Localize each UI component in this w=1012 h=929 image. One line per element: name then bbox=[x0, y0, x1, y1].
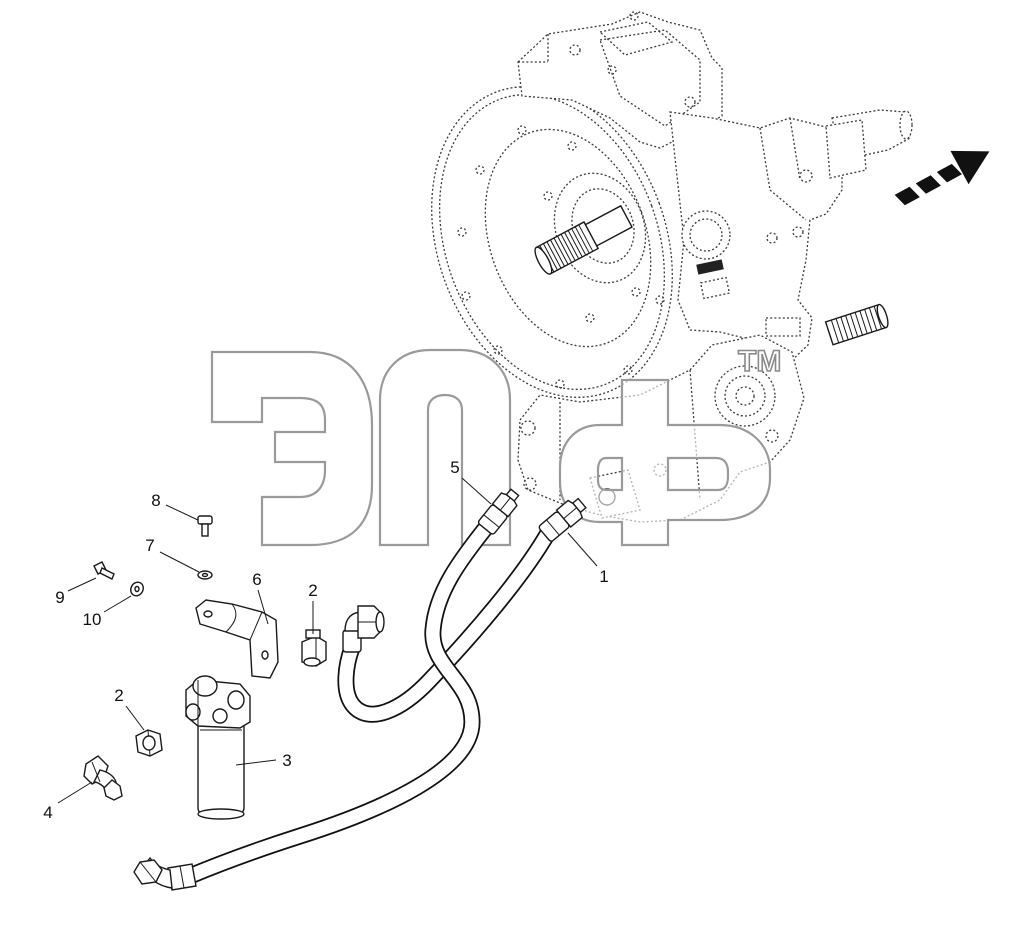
filter-outlet-port bbox=[227, 690, 245, 710]
bolt-8 bbox=[197, 515, 213, 537]
lower-gear bbox=[714, 365, 776, 427]
adapter-fitting-upper bbox=[301, 629, 327, 667]
hose-2 bbox=[186, 519, 495, 884]
bell-housing-bolt-holes bbox=[457, 125, 665, 389]
shaft-end bbox=[534, 246, 553, 275]
spline-teeth bbox=[539, 224, 594, 273]
callout-4[interactable]: 4 bbox=[43, 803, 52, 822]
callout-3[interactable]: 3 bbox=[282, 751, 291, 770]
inspection-window bbox=[681, 210, 731, 260]
elbow-fitting bbox=[83, 755, 123, 801]
callout-2-lower[interactable]: 2 bbox=[114, 686, 123, 705]
leader-7 bbox=[159, 551, 200, 573]
watermark-trademark: TM bbox=[738, 345, 781, 378]
hose-1 bbox=[337, 528, 556, 723]
case-body bbox=[669, 111, 843, 363]
callout-7[interactable]: 7 bbox=[145, 536, 154, 555]
leader-10 bbox=[103, 595, 132, 613]
callout-8[interactable]: 8 bbox=[151, 491, 160, 510]
input-hub-bore bbox=[571, 188, 635, 264]
callout-5[interactable]: 5 bbox=[450, 458, 459, 477]
output-shaft bbox=[825, 109, 913, 179]
bell-housing-outer-rim bbox=[431, 86, 673, 398]
watermark-letter-2 bbox=[378, 348, 512, 547]
leader-5 bbox=[461, 477, 492, 505]
leader-6 bbox=[257, 589, 269, 625]
output-flange bbox=[825, 119, 867, 179]
callout-1[interactable]: 1 bbox=[599, 567, 608, 586]
hose-1-top-fitting bbox=[538, 497, 587, 542]
filter-canister bbox=[197, 717, 245, 815]
watermark-letter-3 bbox=[558, 378, 772, 547]
callout-9[interactable]: 9 bbox=[55, 588, 64, 607]
hose-2-elbow-fitting bbox=[133, 856, 197, 891]
bell-housing-inner-rim bbox=[438, 93, 666, 391]
filter-head-cap bbox=[192, 675, 218, 697]
case-nameplate bbox=[696, 259, 731, 300]
transmission-case-right bbox=[669, 111, 843, 363]
leader-3 bbox=[235, 759, 277, 766]
side-splined-shaft bbox=[824, 303, 889, 346]
output-shaft-end bbox=[899, 110, 913, 140]
input-splined-shaft bbox=[534, 204, 633, 275]
washer-7 bbox=[197, 570, 213, 580]
hose-2-top-fitting bbox=[477, 488, 520, 535]
leader-9 bbox=[67, 577, 97, 592]
bell-housing-face bbox=[484, 128, 652, 348]
callout-labels: 1 2 2 3 4 5 6 7 8 9 10 bbox=[43, 458, 608, 822]
washer-10 bbox=[130, 581, 144, 597]
oil-filter-assembly bbox=[185, 675, 251, 820]
valve-box-cover bbox=[598, 21, 674, 56]
hose-1-elbow-fitting bbox=[342, 605, 385, 653]
callout-2-upper[interactable]: 2 bbox=[308, 581, 317, 600]
leader-1 bbox=[567, 532, 598, 567]
mounting-bracket bbox=[195, 599, 279, 679]
callout-6[interactable]: 6 bbox=[252, 570, 261, 589]
adapter-fitting-lower bbox=[135, 729, 163, 757]
bolt-9 bbox=[93, 561, 115, 580]
callout-leaders bbox=[57, 477, 598, 804]
leader-8 bbox=[165, 504, 199, 521]
watermark-letter-1 bbox=[210, 350, 374, 547]
leader-4 bbox=[57, 781, 93, 804]
filter-inlet-port bbox=[185, 703, 201, 721]
watermark-logo: TM bbox=[210, 344, 782, 547]
callout-10[interactable]: 10 bbox=[83, 610, 102, 629]
direction-arrow-icon bbox=[894, 150, 990, 206]
leader-2-lower bbox=[125, 705, 145, 731]
